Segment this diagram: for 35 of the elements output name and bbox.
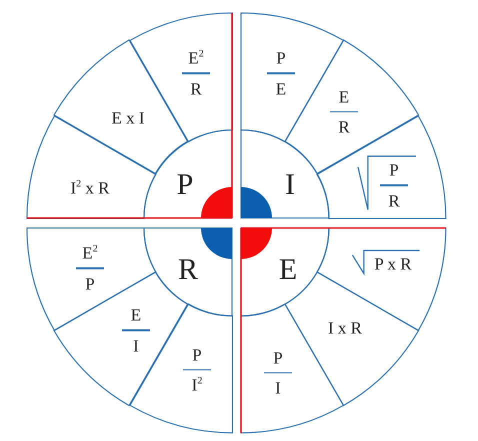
formula-text: E x I xyxy=(111,109,144,126)
formula-text: P xyxy=(273,349,283,366)
formula-text: I$^{2}$ xyxy=(192,376,202,394)
formula-text: P xyxy=(389,161,399,178)
formula-sector xyxy=(53,39,189,175)
formula-sector xyxy=(284,39,420,175)
formula-sector xyxy=(316,114,447,219)
formula-text: E$^{2}$ xyxy=(82,244,98,262)
formula-text: P xyxy=(276,49,286,66)
formula-text: E xyxy=(276,80,286,97)
formula-sector xyxy=(128,303,233,434)
quantity-sector xyxy=(240,129,330,219)
formula-text: I xyxy=(275,380,281,397)
quantity-letter: R xyxy=(178,255,198,285)
formula-text: I x R xyxy=(328,320,362,336)
quantity-sector xyxy=(240,227,330,317)
formula-text: I$^{2}$ x R xyxy=(70,180,110,196)
formula-sector xyxy=(316,227,447,332)
quantity-letter: I xyxy=(285,170,295,200)
quantity-sector xyxy=(143,129,233,219)
formula-text: R xyxy=(190,80,202,97)
quantity-letter: E xyxy=(278,255,298,285)
quantity-sector xyxy=(143,227,233,317)
formula-text: R xyxy=(338,118,350,136)
formula-text: E$^{2}$ xyxy=(188,49,204,66)
formula-text: E xyxy=(338,88,350,106)
formula-text: P xyxy=(85,274,95,292)
formula-sector xyxy=(240,303,344,434)
formula-text: I xyxy=(133,336,139,354)
formula-text: R xyxy=(388,192,400,209)
quantity-letter: P xyxy=(176,170,194,200)
formula-text: P xyxy=(192,346,202,364)
formula-sector xyxy=(26,227,157,332)
formula-text: E xyxy=(130,306,142,324)
formula-text: P x R xyxy=(374,256,412,272)
